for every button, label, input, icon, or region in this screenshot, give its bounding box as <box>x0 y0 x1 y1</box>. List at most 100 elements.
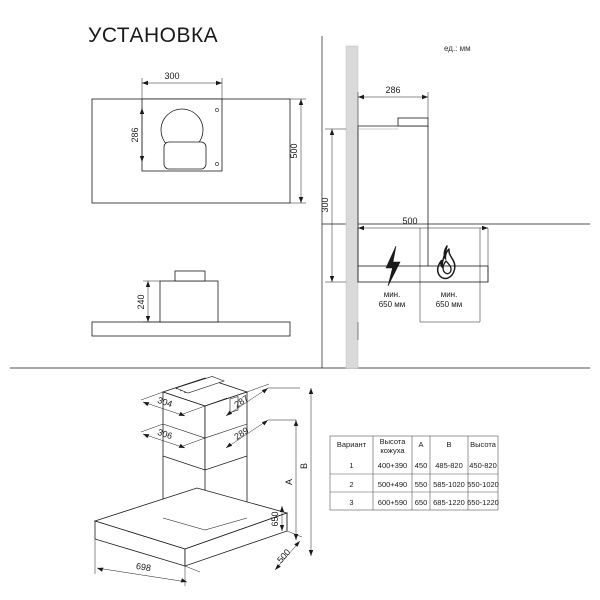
dim-line-306 <box>142 433 186 449</box>
electric-warning-line1: мин. <box>384 290 401 299</box>
arrow-500r-right <box>482 225 488 231</box>
cell-b: 585-1020 <box>433 480 465 489</box>
cell-a: 450 <box>415 461 428 470</box>
table-header-kozhuh-l1: Высота <box>380 437 407 446</box>
arrow-286r-right <box>422 94 428 100</box>
dim-line-289 <box>225 419 269 449</box>
slot-rounded-rect <box>163 141 207 170</box>
dim-line-287 <box>225 387 269 417</box>
arrow-240-top <box>145 281 151 287</box>
cell-kozhuh: 500+490 <box>378 480 407 489</box>
electric-warning-line2: 650 мм <box>379 300 406 309</box>
dim-label-286: 286 <box>130 127 140 142</box>
arrow-286r-left <box>358 94 364 100</box>
ext-304-right <box>182 405 206 415</box>
arrow-650-bottom <box>279 525 285 531</box>
dim-label-286-right: 286 <box>385 85 400 95</box>
view-bottom-isometric: 304 306 287 289 <box>93 376 314 586</box>
cell-a: 650 <box>415 498 428 507</box>
arrow-300v-bottom <box>329 276 335 282</box>
cell-height: 450-820 <box>469 461 497 470</box>
flame-icon <box>436 245 456 280</box>
cell-b: 485-820 <box>435 461 463 470</box>
table-header-height: Высота <box>470 440 497 449</box>
arrow-289-a <box>226 442 233 448</box>
arrow-300-left <box>142 80 148 86</box>
body-box <box>159 280 219 323</box>
arrow-286-top <box>139 108 145 114</box>
arrow-500b-a <box>275 564 281 570</box>
ext-500b-b <box>184 565 201 573</box>
dim-label-698: 698 <box>135 561 151 573</box>
ext-500b-a <box>286 530 303 538</box>
chimney-foot-left <box>162 517 206 531</box>
ext-306-left <box>140 423 164 433</box>
arrow-289-b <box>261 420 268 426</box>
arrow-300v-top <box>329 129 335 135</box>
dim-line-304 <box>142 401 186 417</box>
table-frame <box>329 435 499 511</box>
page-title: УСТАНОВКА <box>88 24 218 47</box>
wall-column <box>345 45 359 369</box>
arrow-500r-left <box>358 225 364 231</box>
arrow-304-b <box>178 411 185 416</box>
table-header-a: A <box>418 440 423 449</box>
cell-b: 685-1220 <box>433 498 465 507</box>
duct-stub <box>174 270 206 282</box>
arrow-306-b <box>178 443 185 448</box>
ext-287-b <box>204 397 228 407</box>
cell-height: 550-1020 <box>467 480 499 489</box>
ext-287-a <box>246 383 270 393</box>
arrow-286-bottom <box>139 156 145 162</box>
gas-warning-line1: мин. <box>441 290 458 299</box>
dim-label-300: 300 <box>164 71 179 81</box>
hood-slab <box>357 265 489 283</box>
dim-line-698 <box>96 567 188 583</box>
arrow-698-right <box>180 578 187 583</box>
cell-height: 650-1220 <box>467 498 499 507</box>
dim-label-B: B <box>299 463 309 469</box>
table-header-kozhuh-l2: кожуха <box>380 446 405 455</box>
arrow-A-top <box>293 420 299 426</box>
view-top-right: 286 300 500 мин. 650 мм <box>320 45 489 369</box>
ext-306-right <box>182 437 206 447</box>
table-header-b: B <box>446 440 451 449</box>
arrow-300-right <box>216 80 222 86</box>
grille-outline <box>175 376 225 394</box>
cell-variant: 1 <box>349 461 353 470</box>
cell-kozhuh: 600+590 <box>378 498 407 507</box>
units-label: ед.: мм <box>444 44 471 53</box>
dim-label-304: 304 <box>156 395 173 409</box>
arrow-304-a <box>143 402 150 407</box>
screw-mark-top <box>215 108 219 112</box>
ext-304-left <box>140 391 164 401</box>
dim-label-500-right: 500 <box>402 216 417 226</box>
dim-label-300: 300 <box>320 197 330 212</box>
dim-label-500-top-left: 500 <box>289 143 299 158</box>
table-row: 3 600+590 650 685-1220 650-1220 <box>349 498 498 507</box>
chimney-foot-right <box>204 517 248 531</box>
dim-label-A: A <box>284 479 294 485</box>
arrow-698-left <box>97 567 104 572</box>
table-row: 2 500+490 550 585-1020 550-1020 <box>349 480 498 489</box>
view-top-left: 300 286 500 <box>91 71 306 204</box>
dim-label-500-base: 500 <box>275 547 292 565</box>
arrow-287-b <box>261 388 268 394</box>
arrow-B-top <box>308 388 314 394</box>
arrow-650-top <box>279 506 285 512</box>
cell-variant: 3 <box>349 498 353 507</box>
cell-a: 550 <box>415 480 428 489</box>
arrow-500b-b <box>294 541 300 547</box>
gas-warning-line2: 650 мм <box>436 300 463 309</box>
arrow-287-a <box>226 410 233 416</box>
cell-variant: 2 <box>349 480 353 489</box>
dim-label-650: 650 <box>270 511 280 526</box>
latch-detail <box>229 396 239 413</box>
view-mid-left: 240 <box>91 270 291 337</box>
table-row: 1 400+390 450 485-820 450-820 <box>349 461 496 470</box>
lightning-bolt-icon <box>385 245 401 287</box>
table-header-variant: Вариант <box>337 440 367 449</box>
ceiling-slab <box>91 321 291 337</box>
